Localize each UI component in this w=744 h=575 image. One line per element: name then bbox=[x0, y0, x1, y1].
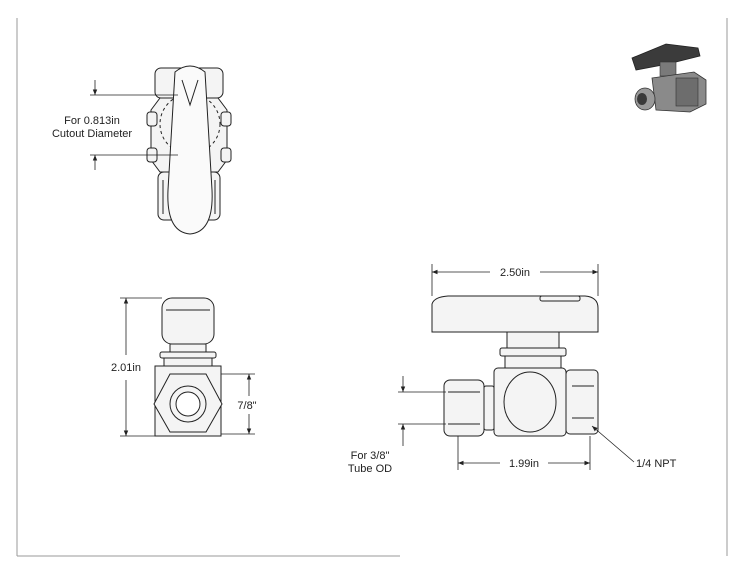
handle-length-dimension: 2.50in bbox=[500, 267, 530, 279]
isometric-valve-picture bbox=[631, 43, 707, 113]
tube-note-line2: Tube OD bbox=[348, 463, 392, 475]
hex-dimension: 7/8" bbox=[237, 400, 256, 412]
top-view bbox=[146, 65, 232, 235]
tube-note-line1: For 3/8" bbox=[351, 450, 390, 462]
body-length-dimension: 1.99in bbox=[509, 458, 539, 470]
cutout-note-line1: For 0.813in bbox=[64, 115, 120, 127]
side-view bbox=[431, 295, 599, 437]
cutout-note-line2: Cutout Diameter bbox=[52, 128, 132, 140]
side-dimensions bbox=[398, 264, 635, 470]
cutout-dimension bbox=[90, 80, 178, 170]
sheet-border bbox=[16, 18, 728, 557]
thread-note: 1/4 NPT bbox=[636, 458, 677, 470]
height-dimension: 2.01in bbox=[111, 362, 141, 374]
front-view bbox=[153, 297, 223, 437]
front-dimensions bbox=[120, 297, 255, 437]
